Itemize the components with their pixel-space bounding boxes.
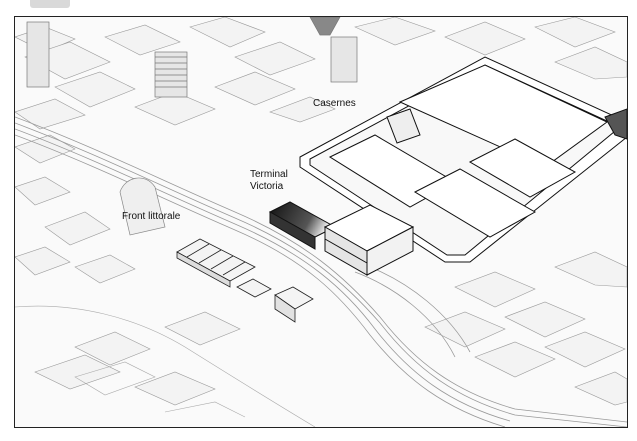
front-littorale-sheds xyxy=(176,238,314,323)
waterfront xyxy=(15,305,316,427)
label-terminal-line1: Terminal xyxy=(250,169,288,180)
axonometric-drawing xyxy=(15,17,627,427)
railway xyxy=(15,116,627,427)
label-casernes: Casernes xyxy=(313,98,356,109)
label-terminal-victoria: Terminal Victoria xyxy=(250,169,288,193)
label-terminal-line2: Victoria xyxy=(250,181,284,192)
map-frame: Casernes Terminal Victoria Front littora… xyxy=(14,16,628,428)
curved-building xyxy=(119,177,166,236)
terminal-victoria xyxy=(268,201,415,276)
label-front-littorale: Front littorale xyxy=(122,211,181,222)
city-blocks xyxy=(15,17,627,406)
towers xyxy=(26,17,358,98)
header-tab xyxy=(30,0,70,8)
